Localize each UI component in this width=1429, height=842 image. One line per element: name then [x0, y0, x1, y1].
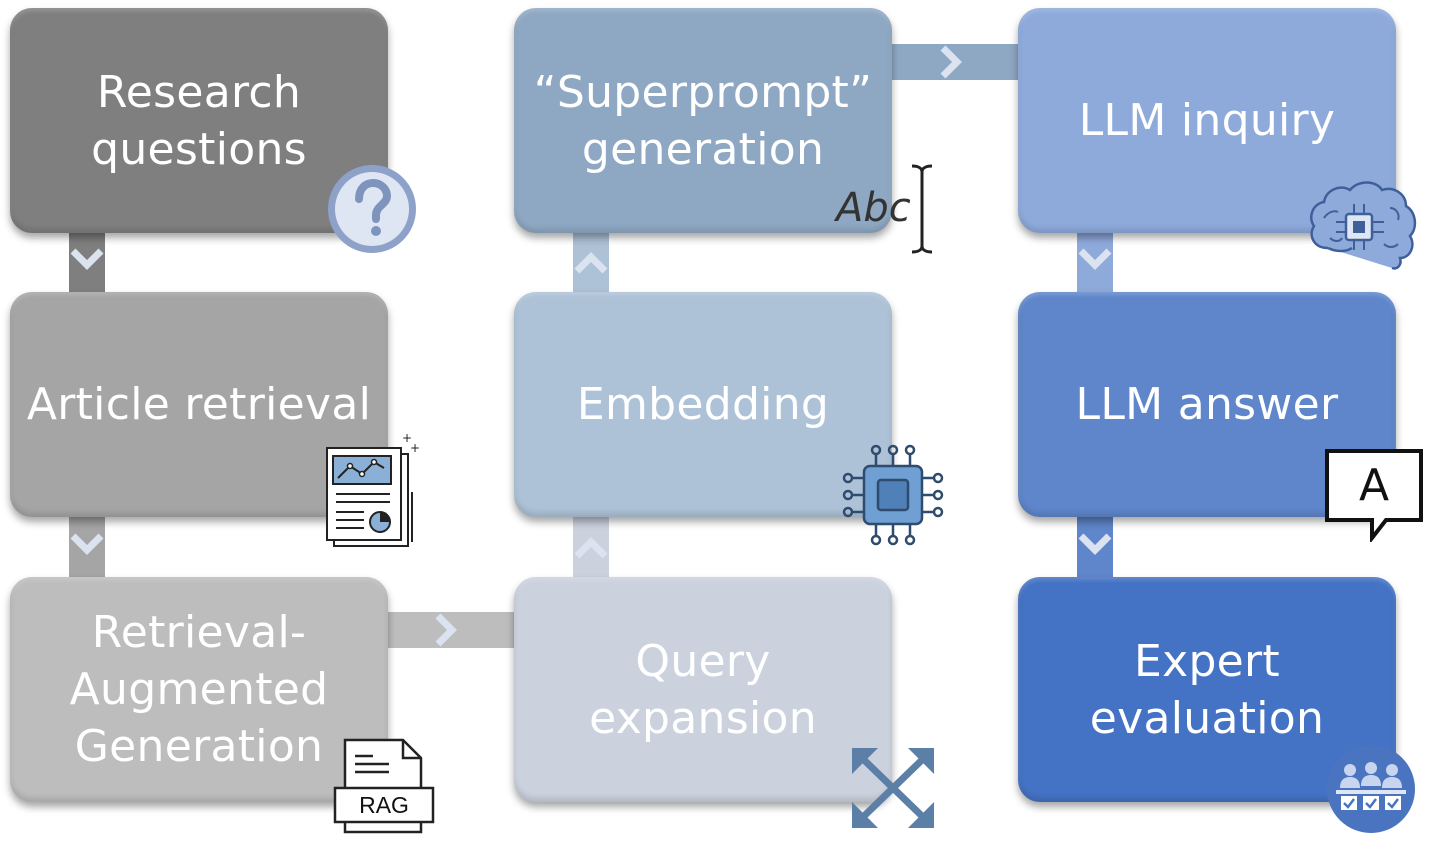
question-circle-icon: [328, 165, 416, 253]
connector-article-rag: [69, 510, 105, 588]
step-label: Research questions: [91, 66, 307, 175]
connector-inquiry-answer: [1077, 225, 1113, 303]
text-cursor-icon: Abc: [836, 160, 936, 258]
rag-file-icon: RAG: [333, 738, 435, 834]
expert-panel-icon: [1327, 745, 1415, 833]
brain-chip-icon: [1310, 181, 1417, 270]
step-label: “Superprompt” generation: [533, 66, 873, 175]
svg-text:+: +: [402, 432, 412, 445]
answer-bubble-icon: A: [1324, 448, 1424, 542]
step-label: Query expansion: [589, 635, 817, 744]
connector-research-article: [69, 225, 105, 303]
step-label: Expert evaluation: [1089, 635, 1325, 744]
report-document-icon: + +: [326, 432, 420, 547]
step-superprompt-generation: “Superprompt” generation: [514, 8, 892, 233]
step-label: LLM answer: [1075, 379, 1339, 430]
text-cursor-label: Abc: [836, 185, 911, 231]
step-label: Retrieval- Augmented Generation: [69, 607, 329, 772]
step-retrieval-augmented-generation: Retrieval- Augmented Generation: [10, 577, 388, 802]
answer-bubble-letter: A: [1358, 460, 1390, 511]
step-label: Article retrieval: [26, 379, 372, 430]
step-query-expansion: Query expansion: [514, 577, 892, 802]
step-embedding: Embedding: [514, 292, 892, 517]
step-label: Embedding: [576, 379, 830, 430]
processor-chip-icon: [842, 444, 944, 546]
connector-embedding-superprompt: [573, 225, 609, 303]
connector-rag-query: [380, 612, 525, 648]
step-research-questions: Research questions: [10, 8, 388, 233]
expand-arrows-icon: [852, 748, 934, 828]
svg-text:+: +: [410, 441, 420, 455]
connector-query-embedding: [573, 510, 609, 588]
connector-superprompt-inquiry: [885, 44, 1030, 80]
step-label: LLM inquiry: [1078, 95, 1336, 146]
step-expert-evaluation: Expert evaluation: [1018, 577, 1396, 802]
step-article-retrieval: Article retrieval: [10, 292, 388, 517]
rag-file-label: RAG: [359, 792, 409, 818]
connector-answer-expert: [1077, 510, 1113, 588]
